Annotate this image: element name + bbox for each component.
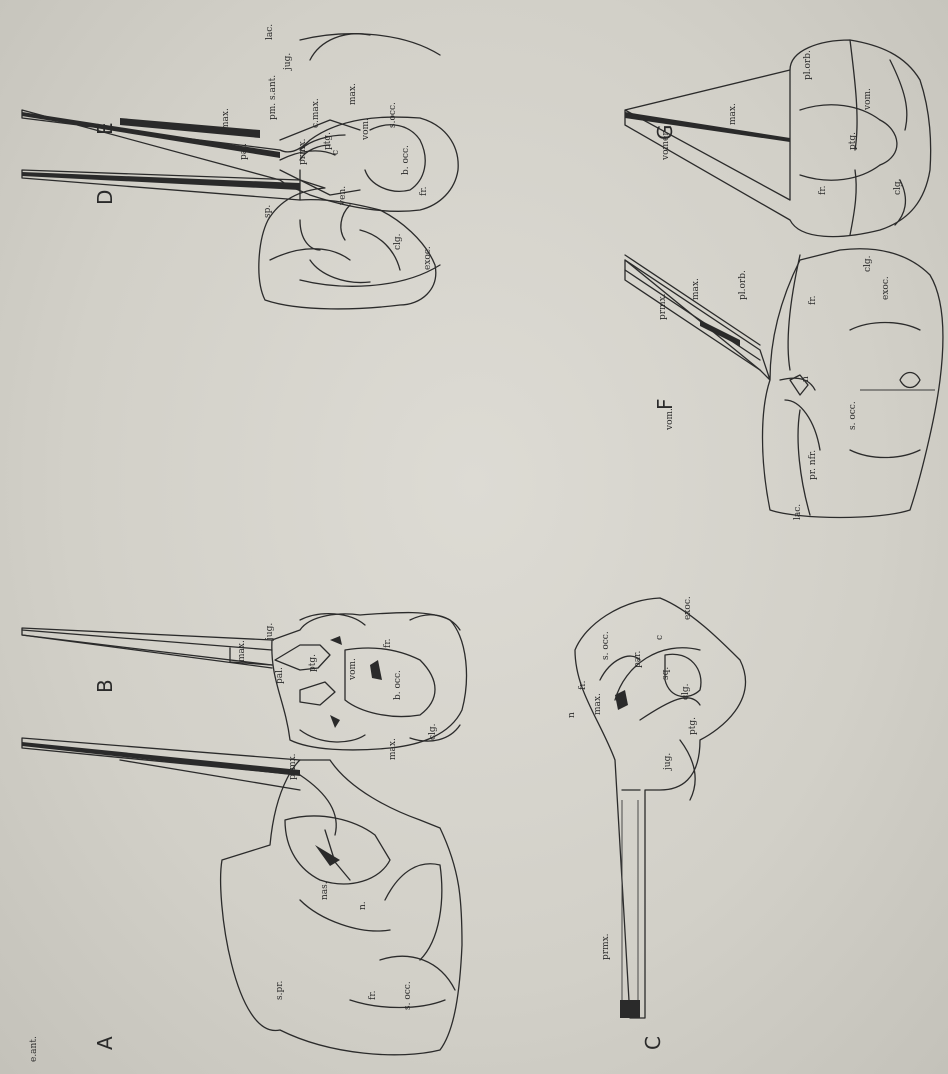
label-c-n: n	[567, 712, 577, 718]
label-e-ptg: ptg.	[323, 132, 333, 150]
label-e-bocc: b. occ.	[401, 145, 411, 175]
label-g-max: max.	[728, 103, 738, 125]
label-a-fr: fr.	[368, 990, 378, 1000]
label-c-exoc: exoc.	[683, 596, 693, 620]
label-g-fr: fr.	[818, 185, 828, 195]
label-b-bocc: b. occ.	[393, 670, 403, 700]
label-c-prmx: prmx.	[601, 933, 611, 960]
label-e-exoc: exoc.	[423, 246, 433, 270]
panel-f-labels: prmx. max. pl.orb. fr. s. occ. exoc. clg…	[653, 255, 891, 520]
label-g-plorb: pl.orb.	[803, 50, 813, 80]
label-f-n: n	[801, 376, 811, 382]
label-b-vom: vom.	[348, 658, 358, 681]
label-b-max: max.	[237, 640, 247, 662]
panel-f-skull	[625, 249, 943, 518]
panel-c-letter: C	[641, 1036, 665, 1050]
label-f-clg: clg.	[863, 255, 873, 272]
label-f-socc: s. occ.	[848, 401, 858, 430]
panel-a-skull	[22, 738, 462, 1055]
label-b-clg: clg.	[428, 723, 438, 740]
label-b-jug: jug.	[265, 623, 275, 641]
label-c-max: max.	[593, 693, 603, 715]
label-a-socc: s. occ.	[403, 981, 413, 1010]
label-d-max: max.	[348, 83, 358, 105]
label-e-ven: ven.	[338, 186, 348, 206]
label-e-vom: vom.	[361, 118, 371, 141]
label-g-clg: clg.	[893, 178, 903, 195]
label-c-sq: sq.	[661, 667, 671, 680]
label-g-vom: vom.	[863, 88, 873, 111]
label-e-pal: pal.	[239, 143, 249, 160]
label-a-max: max.	[388, 738, 398, 760]
label-b-pal: pal.	[275, 667, 285, 684]
panel-d-letter: D	[93, 190, 117, 205]
label-a-nas: nas.	[320, 881, 330, 900]
panel-a-letter: A	[93, 1036, 117, 1050]
label-c-fr: fr.	[578, 680, 588, 690]
label-f-fr: fr.	[808, 295, 818, 305]
label-c-socc: s. occ.	[601, 631, 611, 660]
label-c-clg: clg.	[681, 683, 691, 700]
label-a-eant: e.ant.	[29, 1036, 39, 1062]
label-e-jug: jug.	[283, 53, 293, 71]
panel-d-skull	[22, 135, 436, 309]
label-a-prmx: prmx.	[288, 753, 298, 780]
panel-f-letter: F	[653, 398, 677, 410]
label-b-fr: fr.	[383, 638, 393, 648]
label-d-pm-sant: pm. s.ant.	[268, 75, 278, 120]
label-c-c: c	[655, 635, 665, 640]
panel-b-letter: B	[93, 679, 117, 693]
label-a-spr: s.pr.	[275, 980, 285, 1000]
panel-c-labels: prmx. max. fr. s. occ. par. c exoc. sq. …	[567, 596, 698, 1050]
label-b-ptg: ptg.	[308, 654, 318, 672]
label-c-par: par.	[633, 651, 643, 668]
label-e-clg: clg.	[393, 233, 403, 250]
label-e-max: max.	[221, 108, 231, 130]
label-a-n: n.	[358, 901, 368, 910]
panel-e-letter: E	[93, 122, 117, 135]
panel-g-letter: G	[653, 125, 677, 141]
label-c-ptg: ptg.	[688, 717, 698, 735]
label-f-exoc: exoc.	[881, 276, 891, 300]
label-d-socc: s.occ.	[388, 102, 398, 128]
label-f-max: max.	[691, 278, 701, 300]
label-f-lac: lac.	[793, 504, 803, 520]
label-f-prnfr: pr. nfr.	[808, 450, 818, 480]
label-c-jug: jug.	[663, 753, 673, 771]
label-g-ptg: ptg.	[848, 132, 858, 150]
label-f-prmx: prmx.	[658, 293, 668, 320]
label-d-sp: sp.	[263, 205, 273, 218]
label-e-lac: lac.	[265, 24, 275, 40]
label-f-vom: vom.	[665, 408, 675, 431]
label-d-fr: fr.	[419, 186, 429, 196]
label-f-plorb: pl.orb.	[738, 270, 748, 300]
